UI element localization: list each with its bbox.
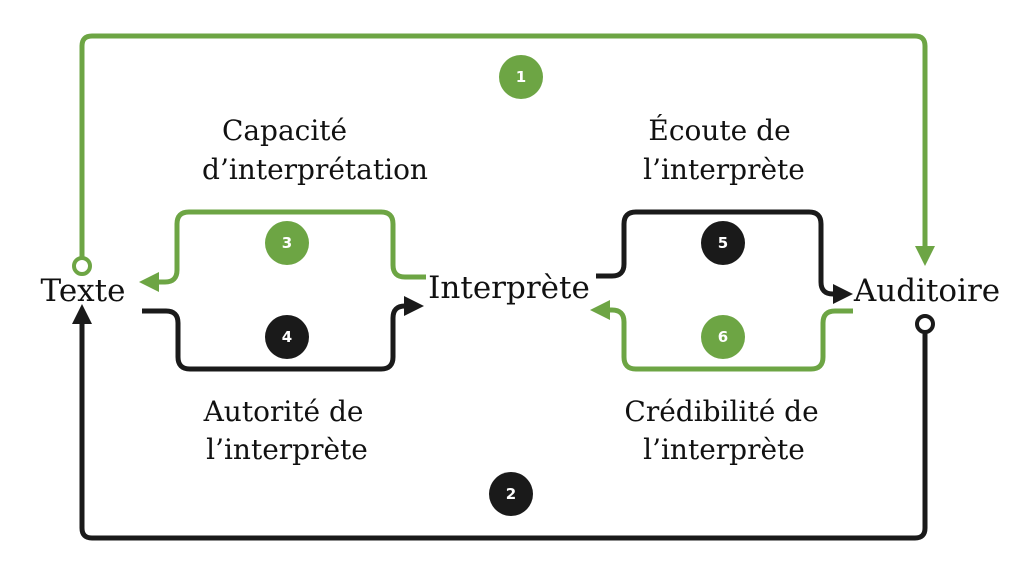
edge-5-interprete-to-auditoire bbox=[596, 209, 853, 304]
edge-4-texte-to-interprete bbox=[142, 296, 424, 372]
caption-capacite: Capacité d’interprétation bbox=[202, 114, 428, 186]
edge-2-auditoire-to-texte bbox=[72, 304, 928, 541]
badge-3-label: 3 bbox=[282, 234, 292, 252]
badge-1: 1 bbox=[499, 55, 543, 99]
node-texte: Texte bbox=[41, 273, 126, 309]
edge-2-start-dot bbox=[915, 314, 935, 334]
edge-1-start-dot bbox=[72, 256, 92, 276]
badge-1-label: 1 bbox=[516, 68, 526, 86]
caption-credibilite: Crédibilité de l’interprète bbox=[624, 395, 827, 466]
caption-ecoute-line-2: l’interprète bbox=[643, 153, 805, 186]
caption-ecoute: Écoute de l’interprète bbox=[643, 114, 805, 186]
caption-autorite-line-1: Autorité de bbox=[203, 395, 364, 428]
badge-6-label: 6 bbox=[718, 328, 728, 346]
edge-1-texte-to-auditoire bbox=[79, 33, 935, 266]
edge-3-interprete-to-texte bbox=[139, 209, 426, 292]
edge-6-auditoire-to-interprete bbox=[590, 300, 853, 372]
node-interprete: Interprète bbox=[428, 270, 590, 306]
caption-credibilite-line-1: Crédibilité de bbox=[624, 395, 818, 428]
badge-4-label: 4 bbox=[282, 328, 292, 346]
badge-6: 6 bbox=[701, 315, 745, 359]
caption-autorite: Autorité de l’interprète bbox=[203, 395, 373, 466]
caption-capacite-line-2: d’interprétation bbox=[202, 153, 428, 186]
badge-5-label: 5 bbox=[718, 234, 728, 252]
badge-4: 4 bbox=[265, 315, 309, 359]
badge-2-label: 2 bbox=[506, 485, 516, 503]
caption-credibilite-line-2: l’interprète bbox=[643, 433, 805, 466]
caption-capacite-line-1: Capacité bbox=[222, 114, 347, 147]
caption-ecoute-line-1: Écoute de bbox=[648, 114, 790, 147]
badge-3: 3 bbox=[265, 221, 309, 265]
badge-5: 5 bbox=[701, 221, 745, 265]
badge-2: 2 bbox=[489, 472, 533, 516]
caption-autorite-line-2: l’interprète bbox=[206, 433, 368, 466]
node-auditoire: Auditoire bbox=[853, 273, 1000, 309]
